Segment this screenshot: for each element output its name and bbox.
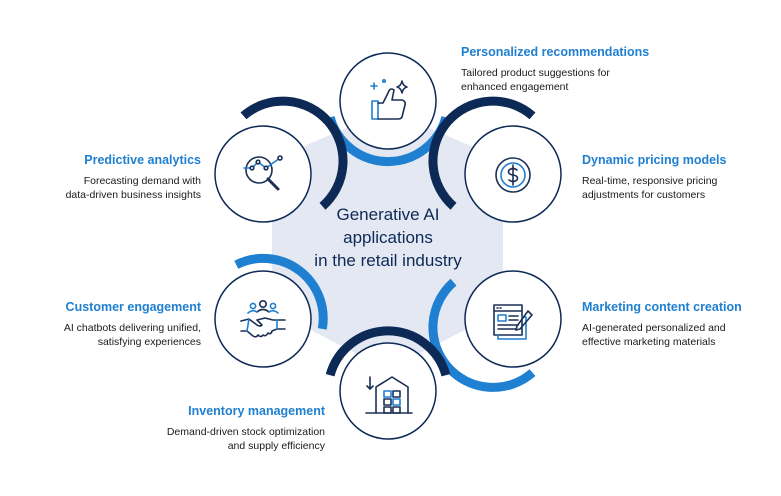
item-title: Personalized recommendations xyxy=(461,45,650,59)
label-predictive-analytics: Predictive analytics Forecasting demand … xyxy=(66,152,201,202)
hub-hexagon xyxy=(272,110,503,370)
item-description: Real-time, responsive pricing adjustment… xyxy=(582,174,726,202)
label-customer-engagement: Customer engagement AI chatbots deliveri… xyxy=(64,299,201,349)
item-description-line: AI chatbots delivering unified, xyxy=(63,322,201,334)
center-title-line: applications xyxy=(343,228,433,247)
center-title: Generative AI applications in the retail… xyxy=(288,203,488,272)
item-description: Forecasting demand with data-driven busi… xyxy=(66,174,201,202)
handshake-people-icon xyxy=(240,299,286,338)
item-title: Predictive analytics xyxy=(84,153,201,167)
item-title: Customer engagement xyxy=(65,300,201,314)
item-description: AI chatbots delivering unified, satisfyi… xyxy=(64,321,201,349)
item-description: Tailored product suggestions for enhance… xyxy=(461,66,649,94)
item-description-line: and supply efficiency xyxy=(227,440,325,452)
circle-marketing-content xyxy=(464,270,562,368)
item-description-line: Forecasting demand with xyxy=(83,175,201,187)
arc-upper-left xyxy=(240,96,348,210)
item-description: Demand-driven stock optimization and sup… xyxy=(167,425,325,453)
label-marketing-content: Marketing content creation AI-generated … xyxy=(582,299,742,349)
circle-personalized-recommendations xyxy=(339,52,437,150)
item-title: Inventory management xyxy=(188,404,325,418)
document-pen-icon xyxy=(493,304,533,340)
dollar-coin-icon xyxy=(495,157,531,193)
center-title-line: in the retail industry xyxy=(314,251,462,270)
item-title: Marketing content creation xyxy=(582,300,742,314)
arc-upper-right xyxy=(428,96,536,210)
item-description-line: Demand-driven stock optimization xyxy=(166,426,325,438)
item-circles xyxy=(214,52,562,440)
ring-arcs xyxy=(234,96,536,392)
center-title-line: Generative AI xyxy=(336,205,440,224)
item-description: AI-generated personalized and effective … xyxy=(582,321,742,349)
magnifier-analytics-icon xyxy=(243,155,283,191)
item-description-line: Real-time, responsive pricing xyxy=(582,175,718,187)
item-description-line: satisfying experiences xyxy=(97,336,201,348)
arc-bottom xyxy=(325,326,451,377)
item-description-line: AI-generated personalized and xyxy=(582,322,726,334)
item-title: Dynamic pricing models xyxy=(582,153,727,167)
item-description-line: effective marketing materials xyxy=(582,336,716,348)
item-description-line: data-driven business insights xyxy=(65,189,201,201)
item-description-line: enhanced engagement xyxy=(461,81,569,93)
circle-predictive-analytics xyxy=(214,125,312,223)
label-dynamic-pricing: Dynamic pricing models Real-time, respon… xyxy=(582,152,726,202)
item-description-line: adjustments for customers xyxy=(582,189,706,201)
item-description-line: Tailored product suggestions for xyxy=(461,67,610,79)
thumbs-up-sparkle-icon xyxy=(370,78,408,120)
arc-lower-left xyxy=(234,253,328,330)
label-personalized-recommendations: Personalized recommendations Tailored pr… xyxy=(461,44,649,94)
label-inventory-management: Inventory management Demand-driven stock… xyxy=(167,403,325,453)
warehouse-boxes-icon xyxy=(365,376,413,414)
